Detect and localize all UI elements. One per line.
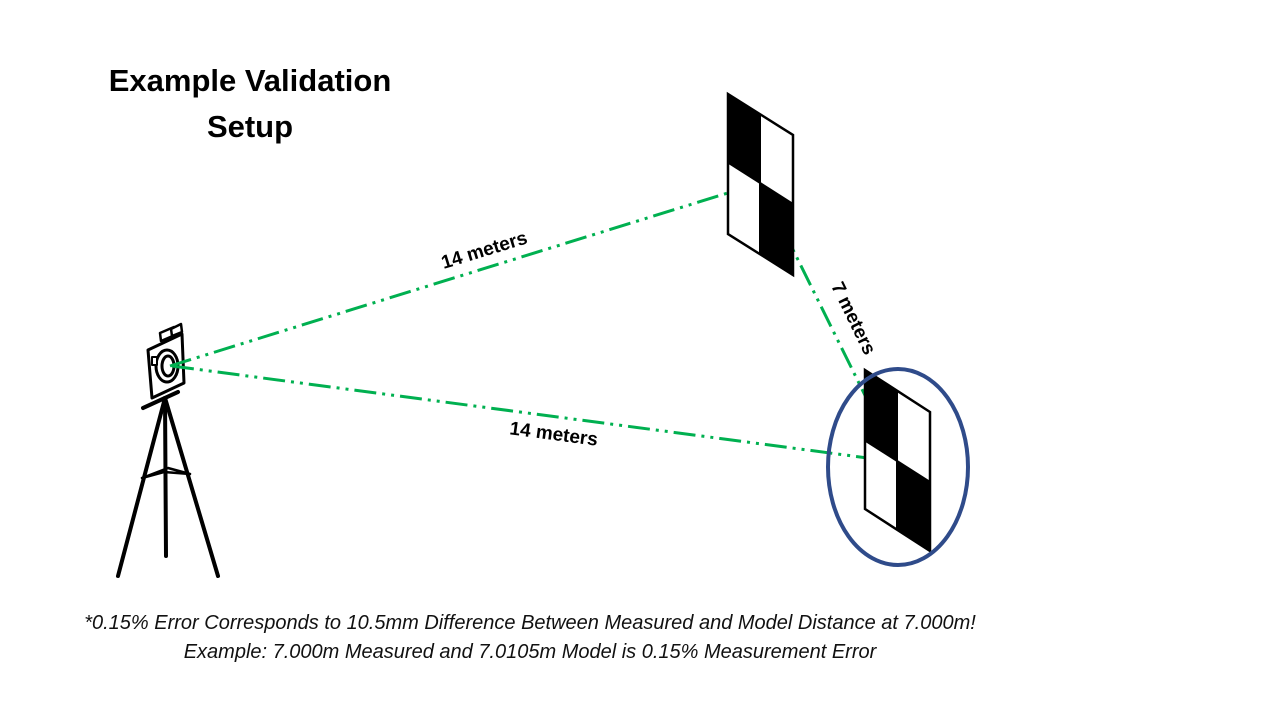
- footnote-line-1: *0.15% Error Corresponds to 10.5mm Diffe…: [84, 612, 976, 634]
- line-camera-to-bottom-target: [171, 364, 899, 464]
- checkerboard-target-icon: [726, 91, 795, 278]
- camera-tripod-icon: [116, 390, 220, 578]
- slide-title: Example Validation Setup: [80, 58, 420, 150]
- target-bottom-divider-h: [864, 439, 931, 483]
- highlight-ellipse: [826, 367, 970, 567]
- tripod-mount: [141, 390, 180, 410]
- camera-button: [151, 356, 158, 366]
- title-line-2: Setup: [206, 109, 294, 144]
- label-camera-to-bottom-target: 14 meters: [508, 418, 599, 450]
- camera-icon: [146, 322, 186, 400]
- target-top-divider-h: [727, 161, 794, 205]
- title-line-1: Example Validation: [108, 63, 392, 98]
- label-camera-to-top-target: 14 meters: [439, 228, 530, 274]
- camera-flash: [169, 322, 184, 338]
- tripod-leg-center: [163, 396, 168, 558]
- tripod-leg-left: [116, 396, 167, 578]
- line-camera-to-top-target: [169, 181, 761, 368]
- tripod-leg-right: [163, 396, 220, 578]
- footnote-line-2: Example: 7.000m Measured and 7.0105m Mod…: [183, 641, 877, 663]
- label-target-to-target: 7 meters: [826, 279, 879, 358]
- tripod-spreader: [140, 466, 192, 480]
- checkerboard-target-icon: [863, 367, 932, 554]
